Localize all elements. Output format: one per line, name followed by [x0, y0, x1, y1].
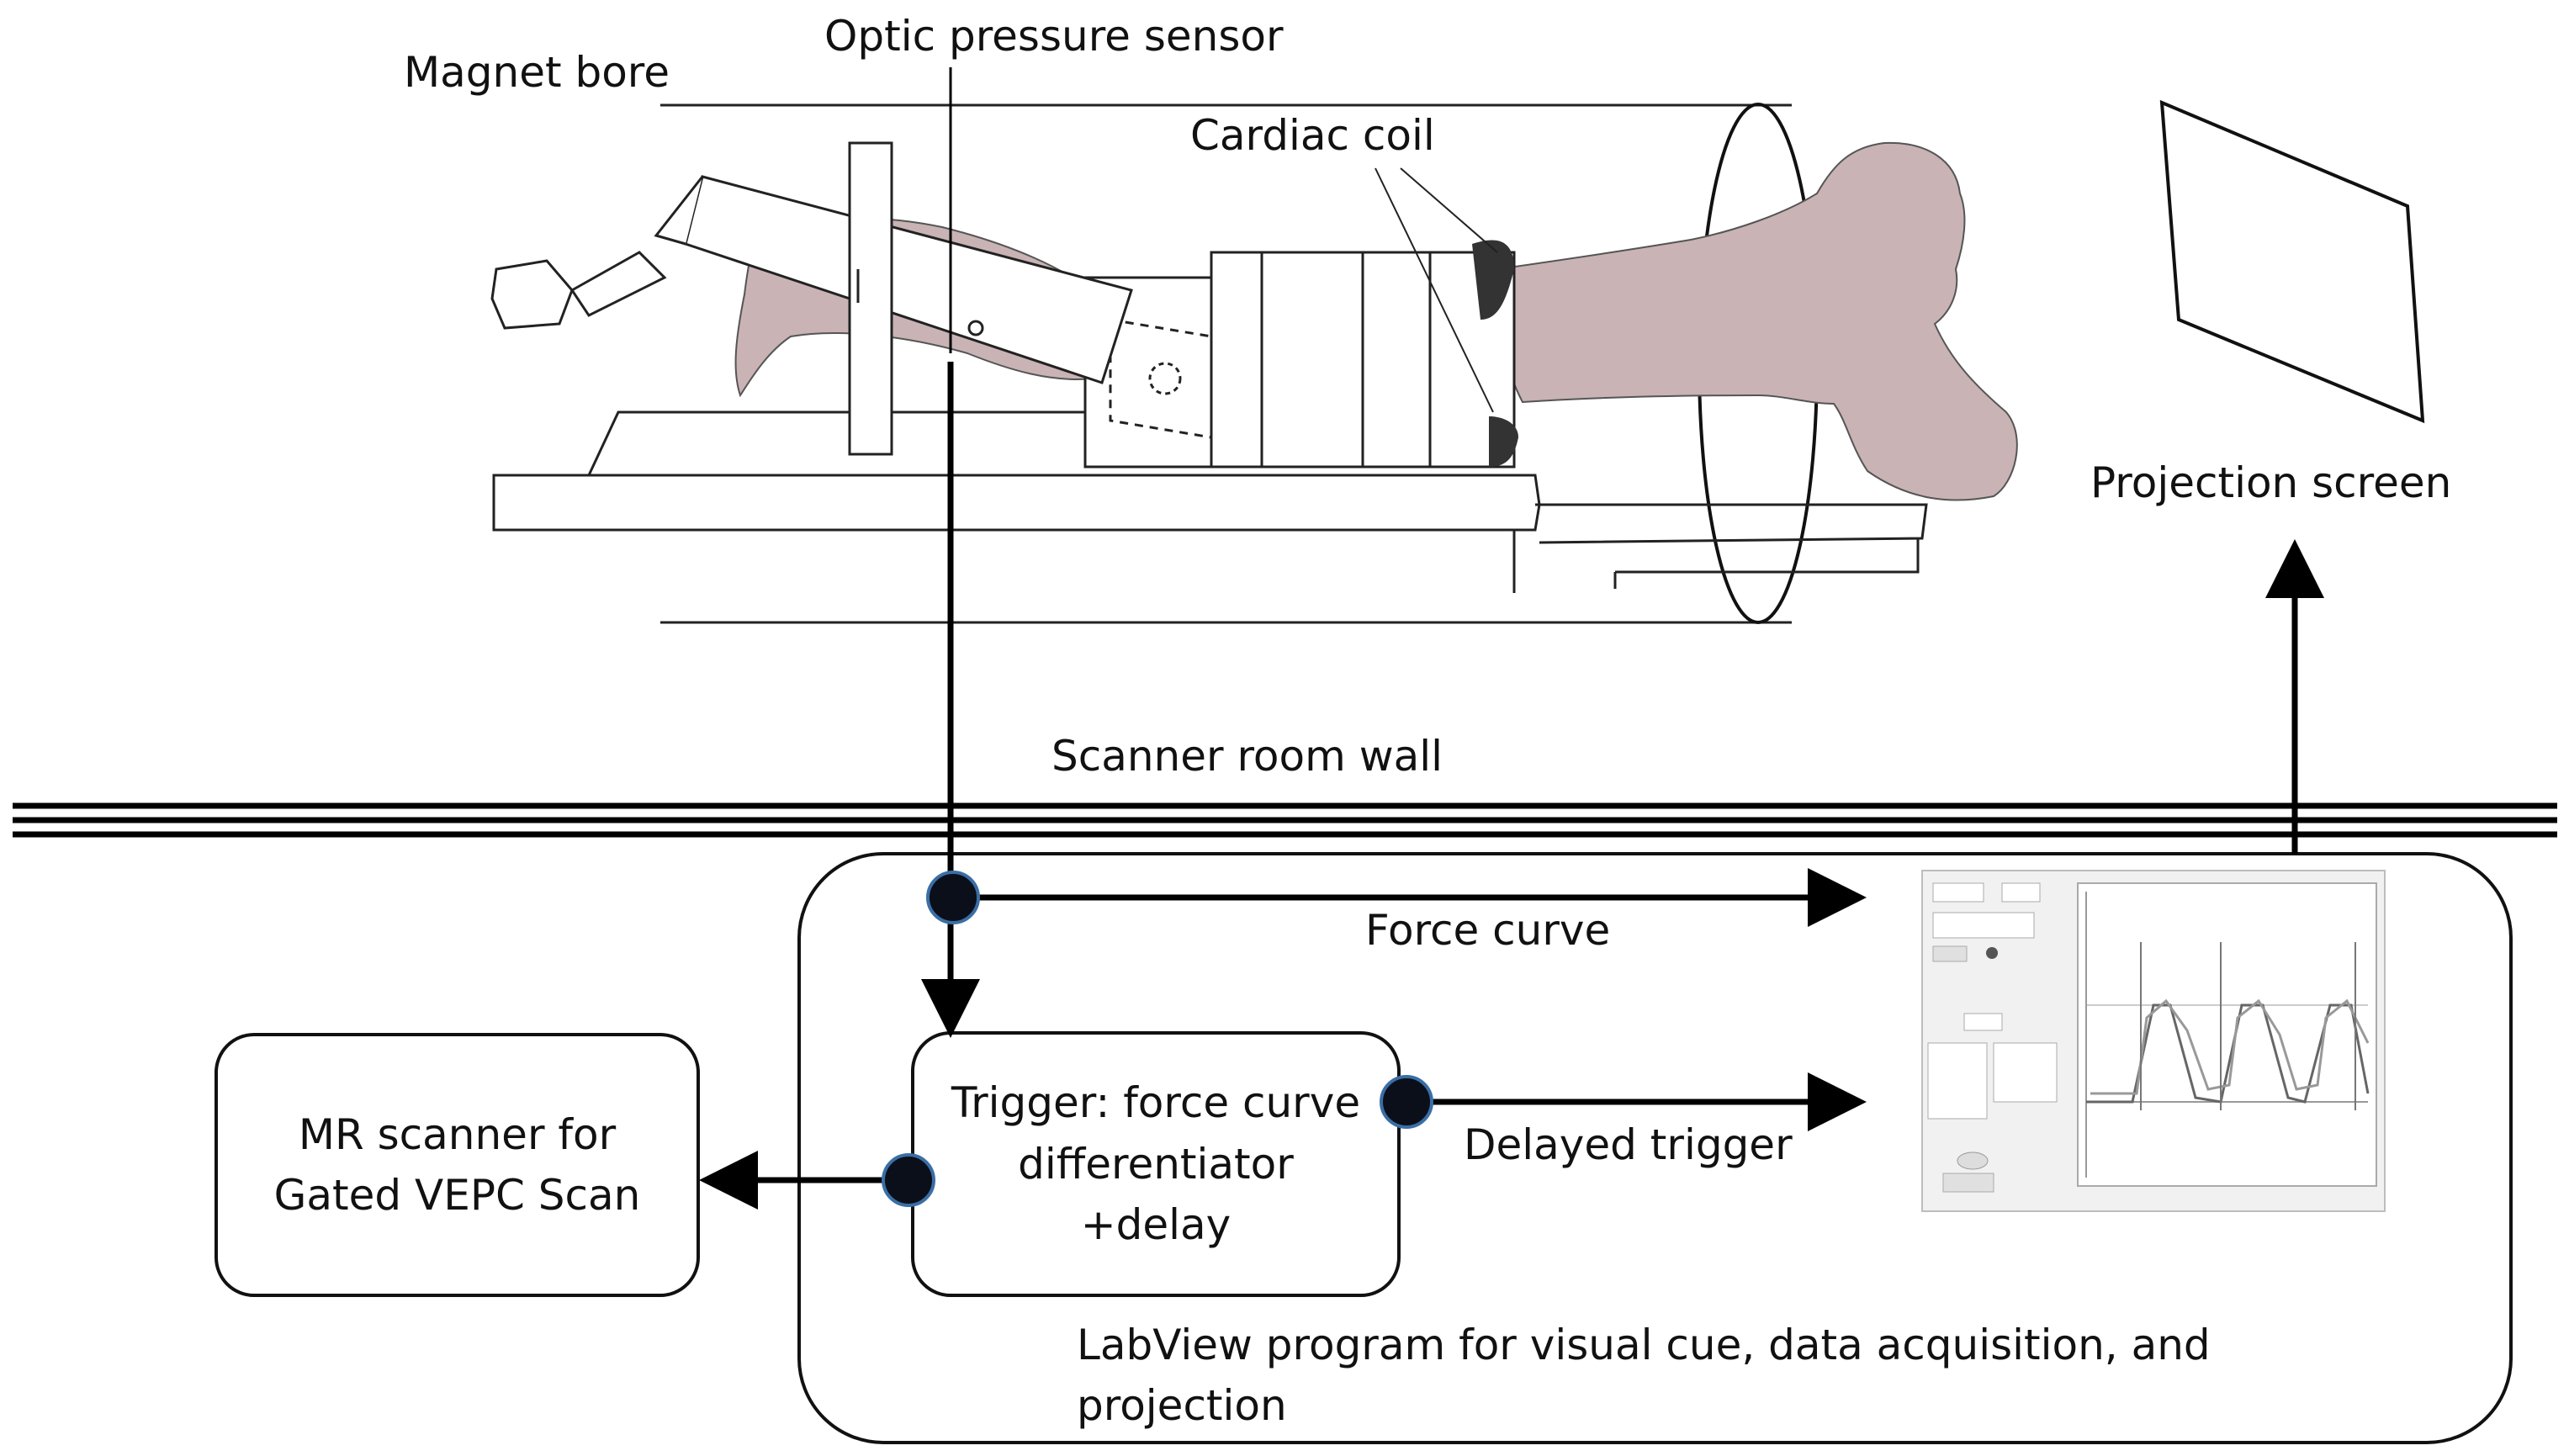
cardiac-coil-label: Cardiac coil [1190, 111, 1435, 160]
trigger-line1: Trigger: force curve [951, 1078, 1361, 1128]
ergometer-arm [490, 141, 1133, 456]
node-mr-output [882, 1153, 935, 1207]
mr-box-text: MR scanner for Gated VEPC Scan [216, 1035, 698, 1295]
trigger-line2: differentiator [1018, 1139, 1294, 1189]
mr-line2: Gated VEPC Scan [273, 1171, 641, 1220]
delayed-trigger-label: Delayed trigger [1464, 1120, 1793, 1169]
labview-container [797, 852, 2513, 1444]
node-delayed-trigger [1380, 1075, 1433, 1129]
force-curve-label: Force curve [1365, 906, 1611, 955]
labview-label-line1: LabView program for visual cue, data acq… [1077, 1321, 2211, 1369]
trigger-line3: +delay [1080, 1200, 1232, 1250]
labview-label-line2: projection [1077, 1381, 1287, 1430]
labview-screenshot [1921, 870, 2386, 1212]
scanner-room-wall [13, 802, 2557, 838]
projection-screen-label: Projection screen [2090, 458, 2452, 507]
mr-scanner-box [215, 1033, 700, 1297]
mr-line1: MR scanner for [298, 1109, 617, 1159]
junction-nodes [882, 871, 1433, 1207]
cardiac-coil-pointer [1375, 167, 1498, 413]
scanner-wall-label: Scanner room wall [1051, 732, 1443, 781]
patient-table [492, 410, 1928, 593]
node-force-split [926, 871, 980, 924]
optic-sensor-label: Optic pressure sensor [824, 12, 1284, 61]
magnet-bore-label: Magnet bore [404, 48, 670, 97]
projection-screen [2159, 99, 2425, 424]
trigger-box-text: Trigger: force curve differentiator +del… [913, 1033, 1399, 1295]
